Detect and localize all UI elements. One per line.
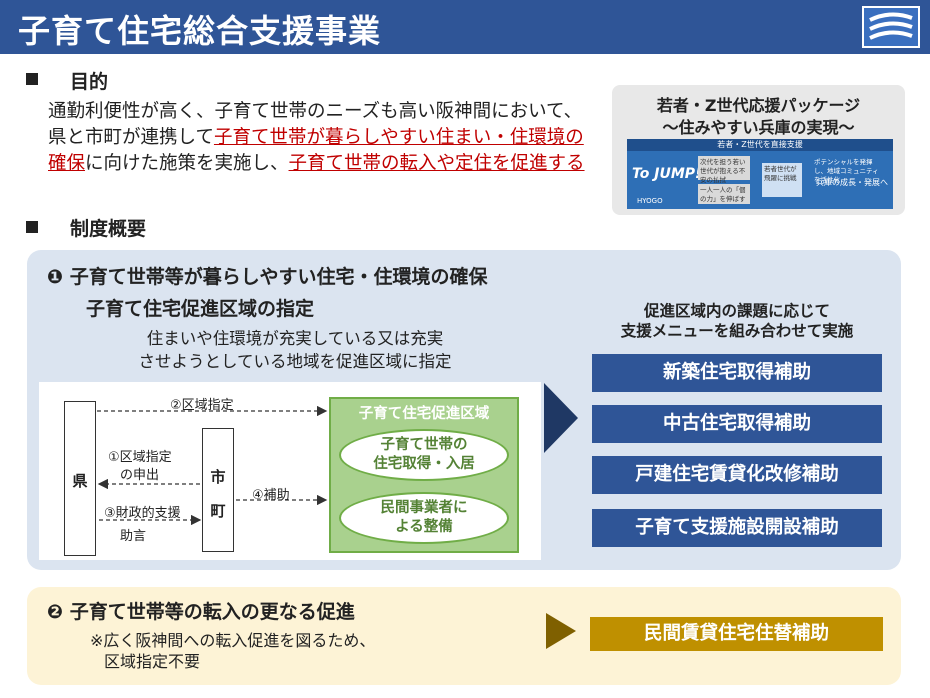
panel1-title-text: 子育て世帯等が暮らしやすい住宅・住環境の確保: [69, 266, 488, 288]
oval-private: 民間事業者による整備: [339, 492, 509, 544]
label-support-1: ③財政的支援: [104, 506, 181, 521]
banner-box-3: 若者世代が飛躍に挑戦: [762, 163, 802, 197]
purpose-text-a: 通勤利便性が高く、子育て世帯のニーズも高い阪神間において、県と市町が連携して: [48, 101, 583, 148]
panel2-title: ❷ 子育て世帯等の転入の更なる促進: [47, 597, 355, 624]
banner-box-2: 一人一人の「個の力」を伸ばす: [698, 184, 750, 204]
label-support-2: 助言: [120, 529, 147, 544]
arrow-icon: [546, 613, 576, 649]
oval-private-line2: よる整備: [395, 519, 453, 535]
panel1-number: ❶: [47, 266, 64, 288]
municipality-label-1: 市: [210, 468, 226, 486]
purpose-heading: 目的: [70, 71, 109, 93]
menu-new-house: 新築住宅取得補助: [592, 354, 882, 392]
section-bullet-icon: [26, 221, 38, 233]
section-bullet-icon: [26, 73, 38, 85]
header-bar: [0, 0, 930, 54]
panel2-number: ❷: [47, 601, 64, 623]
overview-heading: 制度概要: [70, 218, 147, 240]
panel1-description: 住まいや住環境が充実している又は充実させようとしている地域を促進区域に指定: [75, 327, 515, 373]
banner-hyogo: HYOGO: [637, 197, 663, 205]
oval-household-line2: 住宅取得・入居: [373, 456, 475, 472]
banner-final: 兵庫の成長・発展へ: [816, 178, 888, 187]
panel1-title: ❶ 子育て世帯等が暮らしやすい住宅・住環境の確保: [47, 262, 488, 289]
label-request-1: ①区域指定: [108, 450, 172, 465]
prefecture-box: [64, 401, 96, 556]
menu-heading-line1: 促進区域内の課題に応じて: [643, 302, 830, 320]
purpose-text: 通勤利便性が高く、子育て世帯のニーズも高い阪神間において、県と市町が連携して子育…: [48, 99, 588, 177]
panel1-subtitle: 子育て住宅促進区域の指定: [86, 298, 315, 320]
banner-logo: To JUMP!: [632, 166, 702, 182]
purpose-highlight-2: 子育て世帯の転入や定住を促進する: [288, 153, 585, 174]
menu-rental-renovation: 戸建住宅賃貸化改修補助: [592, 456, 882, 494]
menu-heading-line2: 支援メニューを組み合わせて実施: [620, 322, 854, 340]
label-subsidy: ④補助: [252, 488, 290, 503]
promotion-zone-title: 子育て住宅促進区域: [358, 406, 490, 422]
label-request-2: の申出: [120, 468, 160, 483]
menu-used-house: 中古住宅取得補助: [592, 405, 882, 443]
banner-box-4: ポテンシャルを発揮し、地域コミュニティを活性化: [812, 156, 886, 184]
panel2-title-text: 子育て世帯等の転入の更なる促進: [69, 601, 355, 623]
menu-heading: 促進区域内の課題に応じて支援メニューを組み合わせて実施: [592, 301, 882, 341]
panel1-desc-line1: 住まいや住環境が充実している又は充実: [146, 329, 444, 348]
oval-private-line1: 民間事業者に: [380, 500, 468, 516]
prefecture-label: 県: [72, 472, 88, 490]
hyogo-logo: [862, 6, 920, 48]
purpose-highlight-1: 子育て世帯が暮らしやすい住まい・住環境の確保: [48, 127, 584, 174]
package-title: 若者・Z世代応援パッケージ: [656, 96, 861, 115]
big-arrow-icon: [544, 383, 578, 453]
oval-household-line1: 子育て世帯の: [380, 437, 468, 453]
panel2-note-line2: 区域指定不要: [104, 652, 201, 671]
panel1-desc-line2: させようとしている地域を促進区域に指定: [138, 352, 452, 371]
menu-rental-relocation: 民間賃貸住宅住替補助: [590, 617, 883, 651]
page-title: 子育て住宅総合支援事業: [18, 12, 382, 50]
municipality-label-2: 町: [210, 502, 226, 520]
oval-household: 子育て世帯の住宅取得・入居: [339, 429, 509, 481]
menu-childcare-facility: 子育て支援施設開設補助: [592, 509, 882, 547]
label-designation: ②区域指定: [170, 398, 234, 413]
panel2-note-line1: ※広く阪神間への転入促進を図るため、: [90, 631, 376, 650]
panel2-note: ※広く阪神間への転入促進を図るため、区域指定不要: [90, 630, 375, 672]
banner-box-1: 次代を担う若い世代が抱える不安の払拭: [698, 156, 750, 184]
package-subtitle: ～住みやすい兵庫の実現～: [662, 118, 855, 137]
purpose-text-c: に向けた施策を実施し、: [85, 153, 289, 174]
banner-top-label: 若者・Z世代を直接支援: [627, 139, 893, 151]
municipality-box: [202, 428, 234, 552]
